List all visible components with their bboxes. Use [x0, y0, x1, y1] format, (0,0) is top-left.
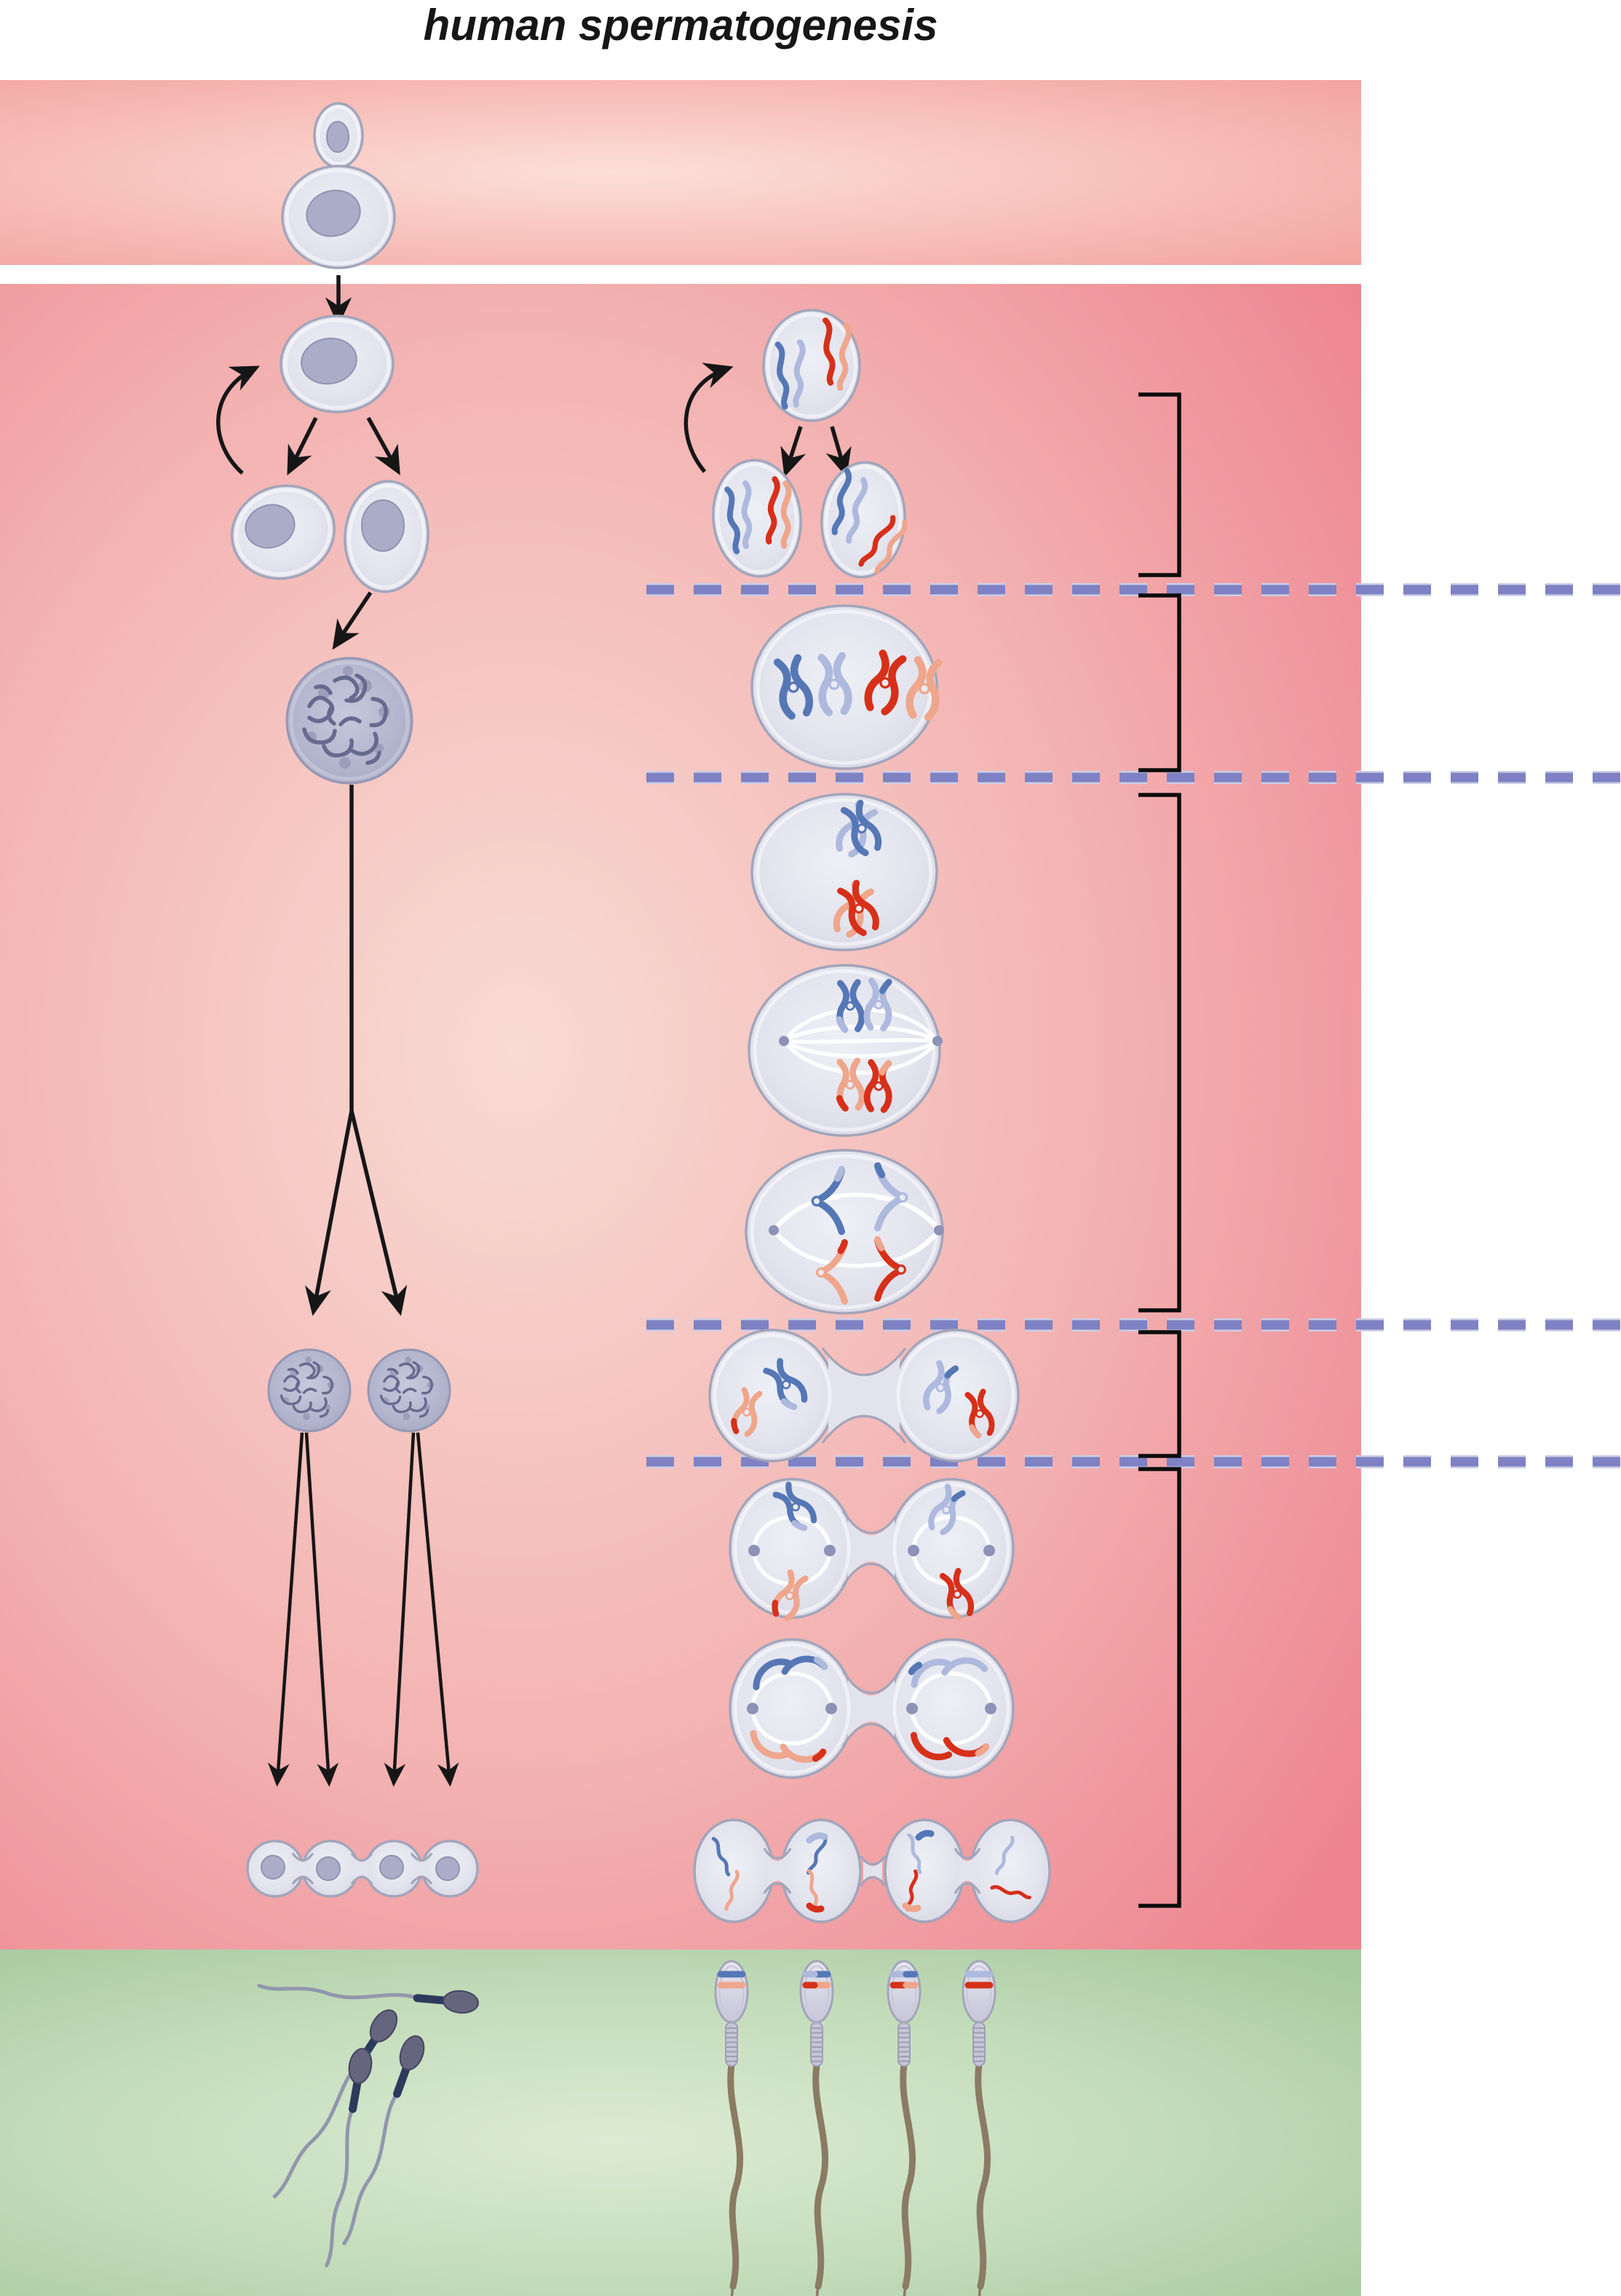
- phase-separator-lines: [646, 583, 1621, 1468]
- cell-lineage-column: [216, 102, 479, 2267]
- sperm-cell: [888, 1961, 920, 2296]
- secondary-spermatocyte-right: [367, 1348, 451, 1433]
- phase-bracket: [1138, 1467, 1181, 1908]
- phase-brackets: [1138, 392, 1181, 1908]
- telophase-i-cells: [708, 1329, 1020, 1462]
- page-title: human spermatogenesis: [423, 1, 938, 50]
- phase-bracket: [1138, 793, 1181, 1313]
- synapsis-crossing-over-cell: [750, 793, 938, 951]
- spermatid-chain-left: [246, 1840, 479, 1898]
- daughter-spermatogonium-left: [230, 484, 336, 580]
- arrow-division-right: [825, 426, 852, 478]
- metaphase-i-cell: [748, 964, 943, 1137]
- cytoplasmic-bridges: [763, 1848, 981, 1894]
- spermatogonium-chromosomes: [762, 309, 861, 422]
- sperm-cell: [716, 1961, 748, 2296]
- chromosome-detail-column: [683, 309, 1051, 2296]
- germ-cell-small: [313, 102, 364, 169]
- arrow-division-left: [780, 426, 806, 478]
- arrow-meiosis2: [416, 1432, 459, 1787]
- anaphase-i-cell: [745, 1149, 944, 1315]
- arrow-division-right: [366, 416, 400, 475]
- spermatid-chain-chromosomes: [693, 1818, 1051, 1923]
- basement-membrane-band: [0, 80, 1361, 265]
- sperm-cell: [801, 1961, 833, 2296]
- arrow-meiosis2: [304, 1432, 339, 1787]
- sperm-cell: [963, 1961, 995, 2296]
- self-renewal-arrow: [216, 365, 261, 475]
- seminiferous-epithelium-band: [0, 284, 1361, 1949]
- arrow-to-primary-spermatocyte: [332, 591, 373, 650]
- phase-bracket: [1138, 593, 1181, 772]
- arrow-meiosis1-left: [305, 1110, 354, 1316]
- arrow-meiosis1-right: [349, 1110, 408, 1316]
- secondary-spermatocyte-left: [267, 1348, 352, 1433]
- arrow-meiosis2: [384, 1432, 416, 1787]
- sperm-group-right: [716, 1961, 995, 2296]
- phase-bracket: [1138, 1330, 1181, 1458]
- replicated-chromosomes-cell: [750, 604, 941, 770]
- germ-cell-large: [281, 165, 396, 269]
- arrow-division-left: [287, 416, 318, 476]
- daughter-spermatogonium-right: [344, 480, 429, 593]
- lumen-band: [0, 1949, 1361, 2296]
- phase-bracket: [1138, 392, 1181, 577]
- self-renewal-arrow: [683, 363, 734, 473]
- arrow-meiosis2: [267, 1432, 304, 1787]
- spermatogonium: [280, 314, 395, 413]
- primary-spermatocyte: [285, 657, 413, 785]
- cytoplasmic-bridges: [291, 1852, 433, 1885]
- anaphase-ii-cells: [729, 1638, 1015, 1779]
- metaphase-ii-cells: [729, 1478, 1015, 1620]
- daughter-spermatogonium-chromosomes-right: [820, 461, 909, 579]
- daughter-spermatogonium-chromosomes-left: [711, 459, 803, 578]
